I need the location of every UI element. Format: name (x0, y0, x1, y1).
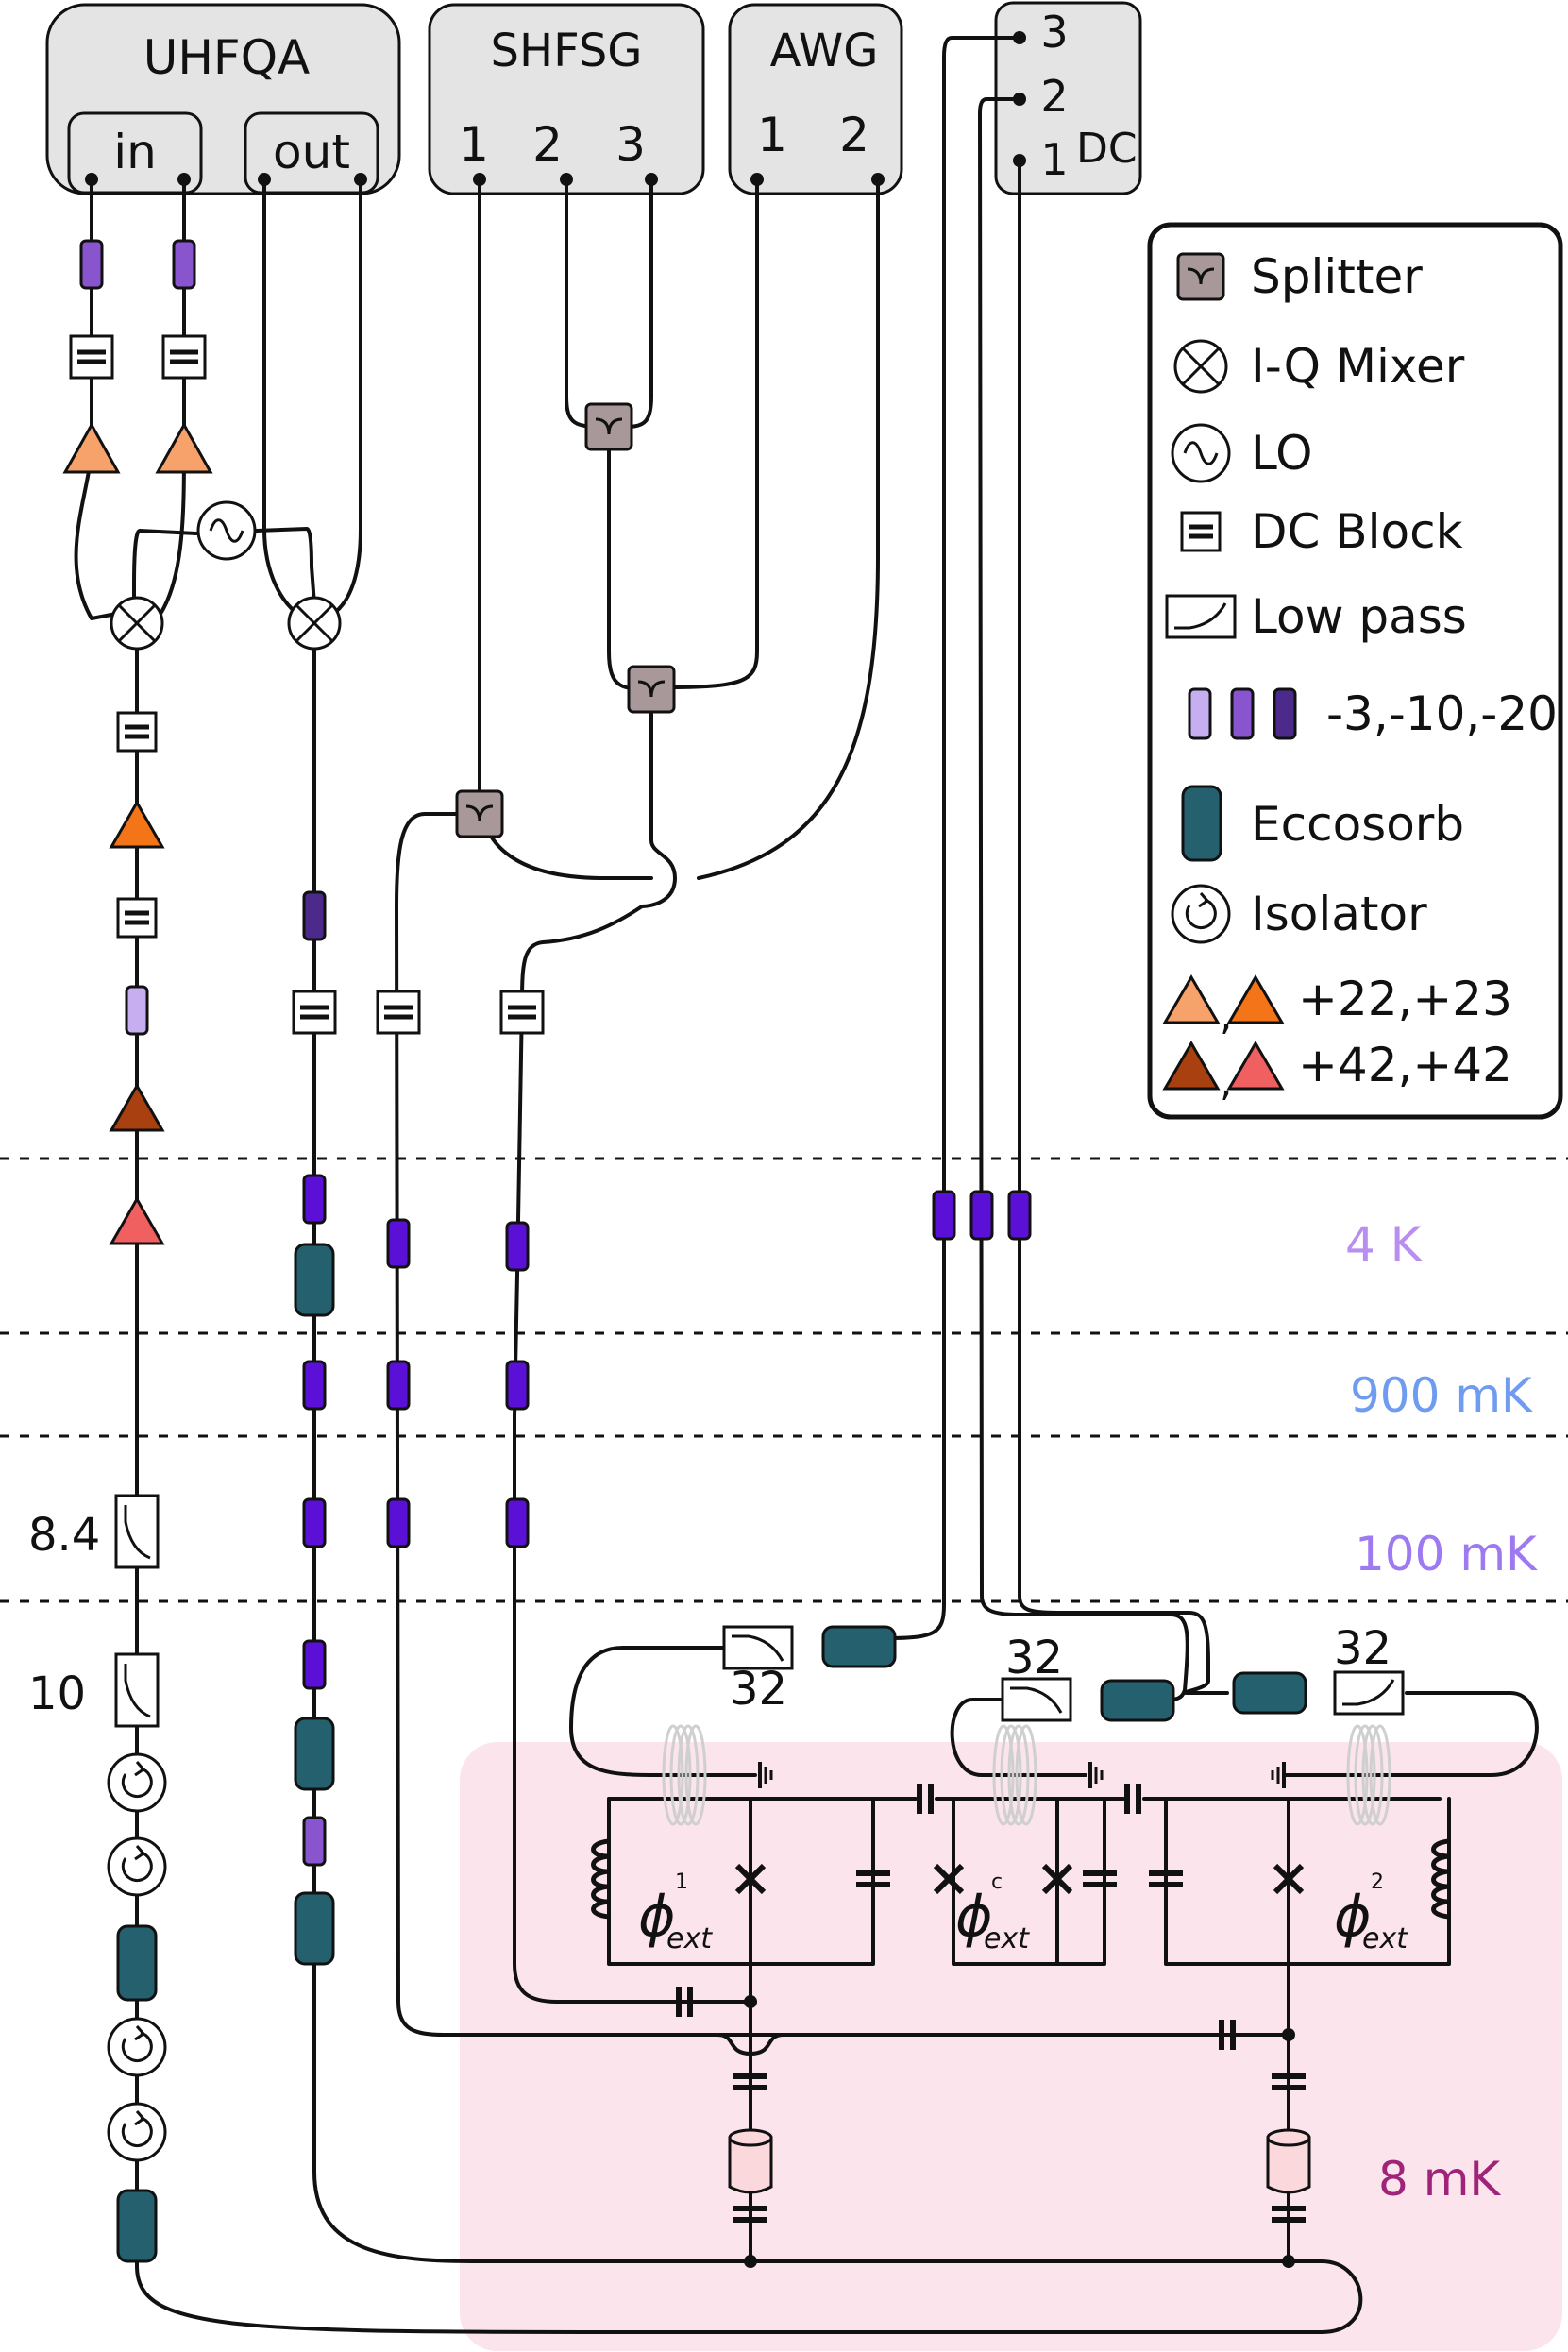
port-dots (85, 31, 1026, 186)
phi-ext-1-symbol: ϕ (638, 1884, 676, 1950)
legend-amp-row1-sep: , (1220, 992, 1232, 1039)
phi-ext-2-symbol: ϕ (1334, 1884, 1372, 1950)
lowpass-label-flux1: 32 (730, 1663, 787, 1716)
legend: Splitter I-Q Mixer LO DC Block Low pass … (1147, 222, 1563, 1120)
legend-splitter: Splitter (1251, 249, 1423, 304)
phi-ext-c-sub: ext (984, 1922, 1030, 1955)
legend-lo: LO (1251, 426, 1312, 481)
stage-label-4k: 4 K (1345, 1217, 1423, 1272)
shfsg-title: SHFSG (491, 25, 643, 77)
legend-amp-row2-sep: , (1220, 1058, 1232, 1105)
lowpass-label-1: 8.4 (28, 1509, 100, 1562)
flux-labels: ϕ ext 1 ϕ ext c ϕ ext 2 (638, 1870, 1408, 1955)
dc-flux-chains (722, 1190, 1405, 1722)
phi-ext-1-sup: 1 (675, 1870, 688, 1894)
shfsg-port-2: 2 (532, 117, 563, 172)
phi-ext-c-symbol: ϕ (955, 1884, 993, 1950)
dc-title: DC (1076, 125, 1138, 173)
legend-dc-block: DC Block (1251, 504, 1463, 559)
phi-ext-1-sub: ext (666, 1922, 713, 1955)
legend-isolator: Isolator (1251, 887, 1427, 941)
stage-label-8mk: 8 mK (1378, 2152, 1501, 2207)
dc-port-3: 3 (1040, 7, 1068, 58)
legend-attenuators: -3,-10,-20 (1326, 686, 1558, 741)
awg-title: AWG (770, 25, 879, 77)
lowpass-label-flux2: 32 (1334, 1622, 1391, 1675)
drive-chains (378, 402, 676, 1548)
legend-mixer: I-Q Mixer (1251, 339, 1465, 394)
dc-box: 3 2 1 DC (994, 1, 1142, 195)
uhfqa-input-chain (62, 239, 213, 474)
uhfqa-in-label: in (113, 125, 157, 179)
shfsg-port-1: 1 (459, 117, 489, 172)
readout-output-chain (107, 713, 167, 2263)
phi-ext-c-sup: c (991, 1870, 1003, 1894)
dc-port-1: 1 (1040, 134, 1068, 185)
awg-port-2: 2 (839, 108, 869, 162)
phi-ext-2-sub: ext (1362, 1922, 1408, 1955)
stage-label-900mk: 900 mK (1350, 1368, 1533, 1423)
shfsg-port-3: 3 (615, 117, 646, 172)
legend-amp-row2: +42,+42 (1298, 1038, 1512, 1092)
lowpass-label-2: 10 (28, 1667, 86, 1720)
shfsg-box: SHFSG 1 2 3 (428, 3, 705, 195)
dc-port-2: 2 (1040, 71, 1068, 122)
uhfqa-box: UHFQA in out (45, 3, 401, 195)
phi-ext-2-sup: 2 (1371, 1870, 1384, 1894)
legend-amp-row1: +22,+23 (1298, 972, 1512, 1026)
stage-label-100mk: 100 mK (1355, 1527, 1538, 1582)
uhfqa-out-label: out (273, 125, 350, 179)
awg-port-1: 1 (757, 108, 787, 162)
uhfqa-title: UHFQA (143, 30, 311, 85)
lowpass-label-fluxc: 32 (1005, 1632, 1063, 1684)
legend-low-pass: Low pass (1251, 589, 1467, 644)
legend-eccosorb: Eccosorb (1251, 797, 1464, 852)
awg-box: AWG 1 2 (728, 3, 903, 195)
readout-input-chain (294, 890, 335, 1966)
